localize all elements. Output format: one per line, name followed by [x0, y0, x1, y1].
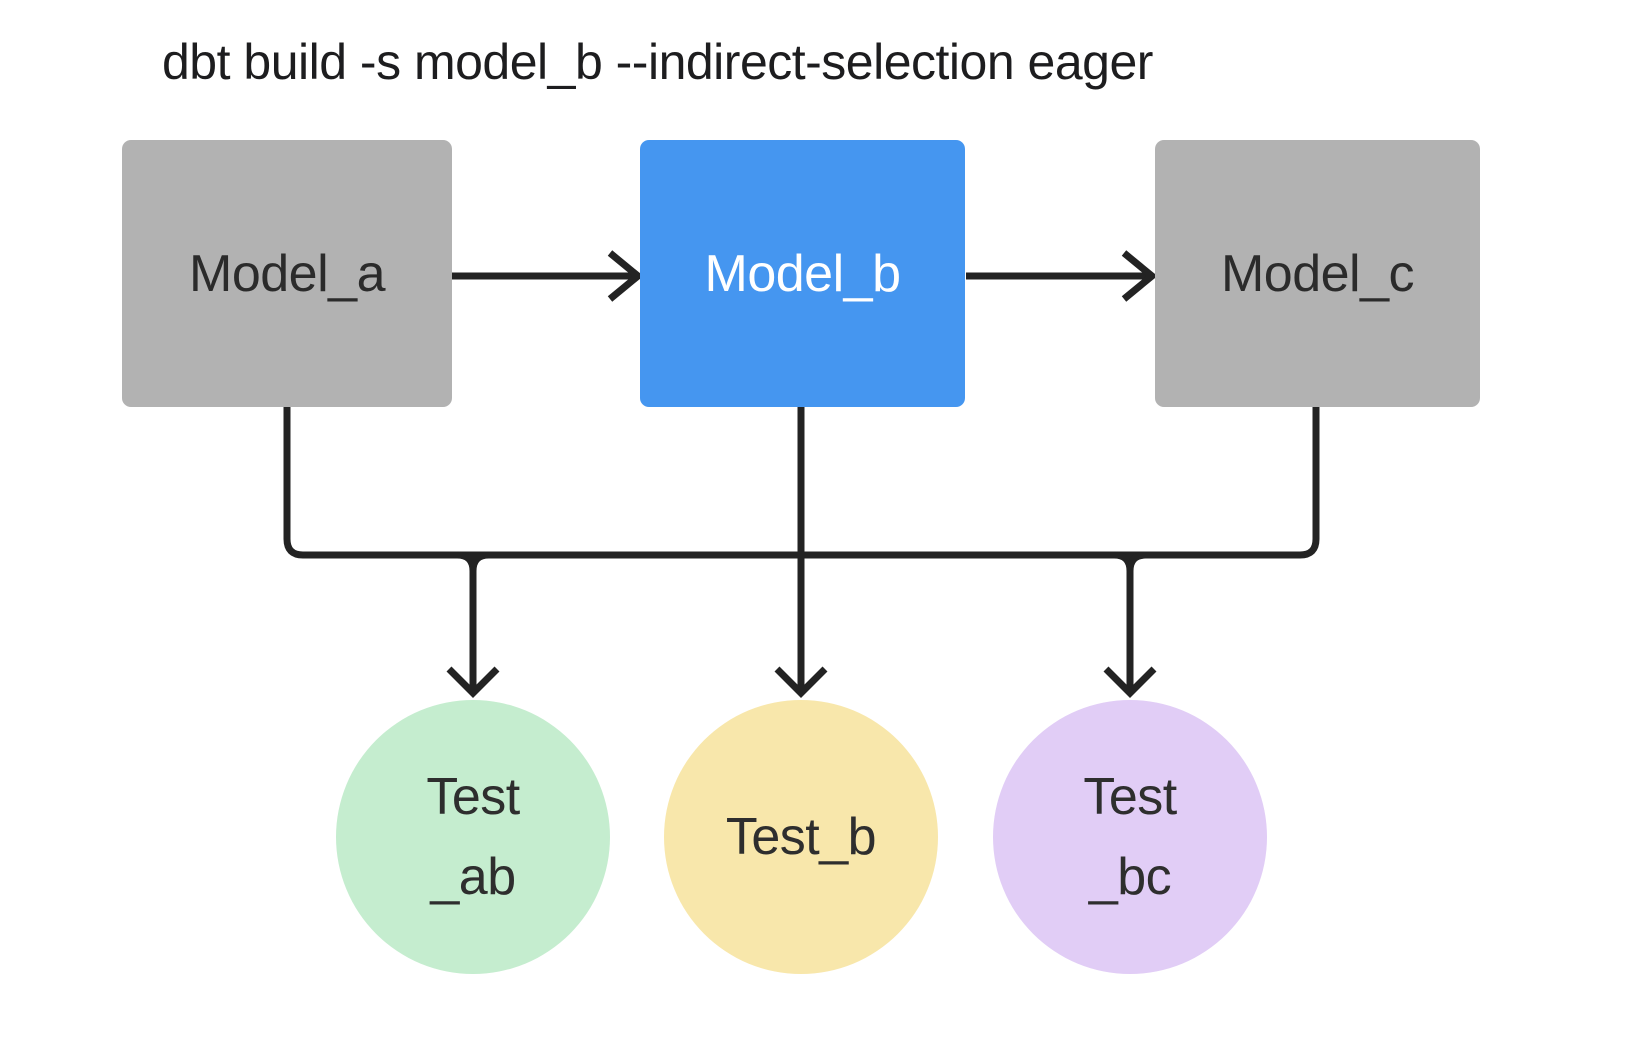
arrowhead-test-ab	[446, 666, 500, 698]
node-test-bc-label-line1: Test	[1083, 768, 1177, 826]
node-test-b: Test_b	[664, 700, 938, 974]
node-model-b: Model_b	[640, 140, 965, 407]
arrowhead-test-bc	[1103, 666, 1157, 698]
arrowhead-test-b	[774, 666, 828, 698]
node-test-ab-label-line1: Test	[426, 768, 520, 826]
arrowhead-model-b	[607, 250, 644, 302]
node-model-a: Model_a	[122, 140, 452, 407]
node-model-c-label: Model_c	[1220, 244, 1415, 303]
node-model-a-label: Model_a	[189, 244, 385, 303]
node-test-ab-label-line2: _ab	[430, 848, 516, 906]
node-test-bc-label-line2: _bc	[1088, 848, 1172, 906]
node-model-b-label: Model_b	[704, 244, 901, 303]
node-test-bc: Test _bc	[993, 700, 1267, 974]
command-title: dbt build -s model_b --indirect-selectio…	[162, 34, 1153, 90]
node-test-ab: Test _ab	[336, 700, 610, 974]
node-test-b-label: Test_b	[725, 808, 877, 866]
arrowhead-model-c	[1121, 250, 1158, 302]
node-model-c: Model_c	[1155, 140, 1480, 407]
